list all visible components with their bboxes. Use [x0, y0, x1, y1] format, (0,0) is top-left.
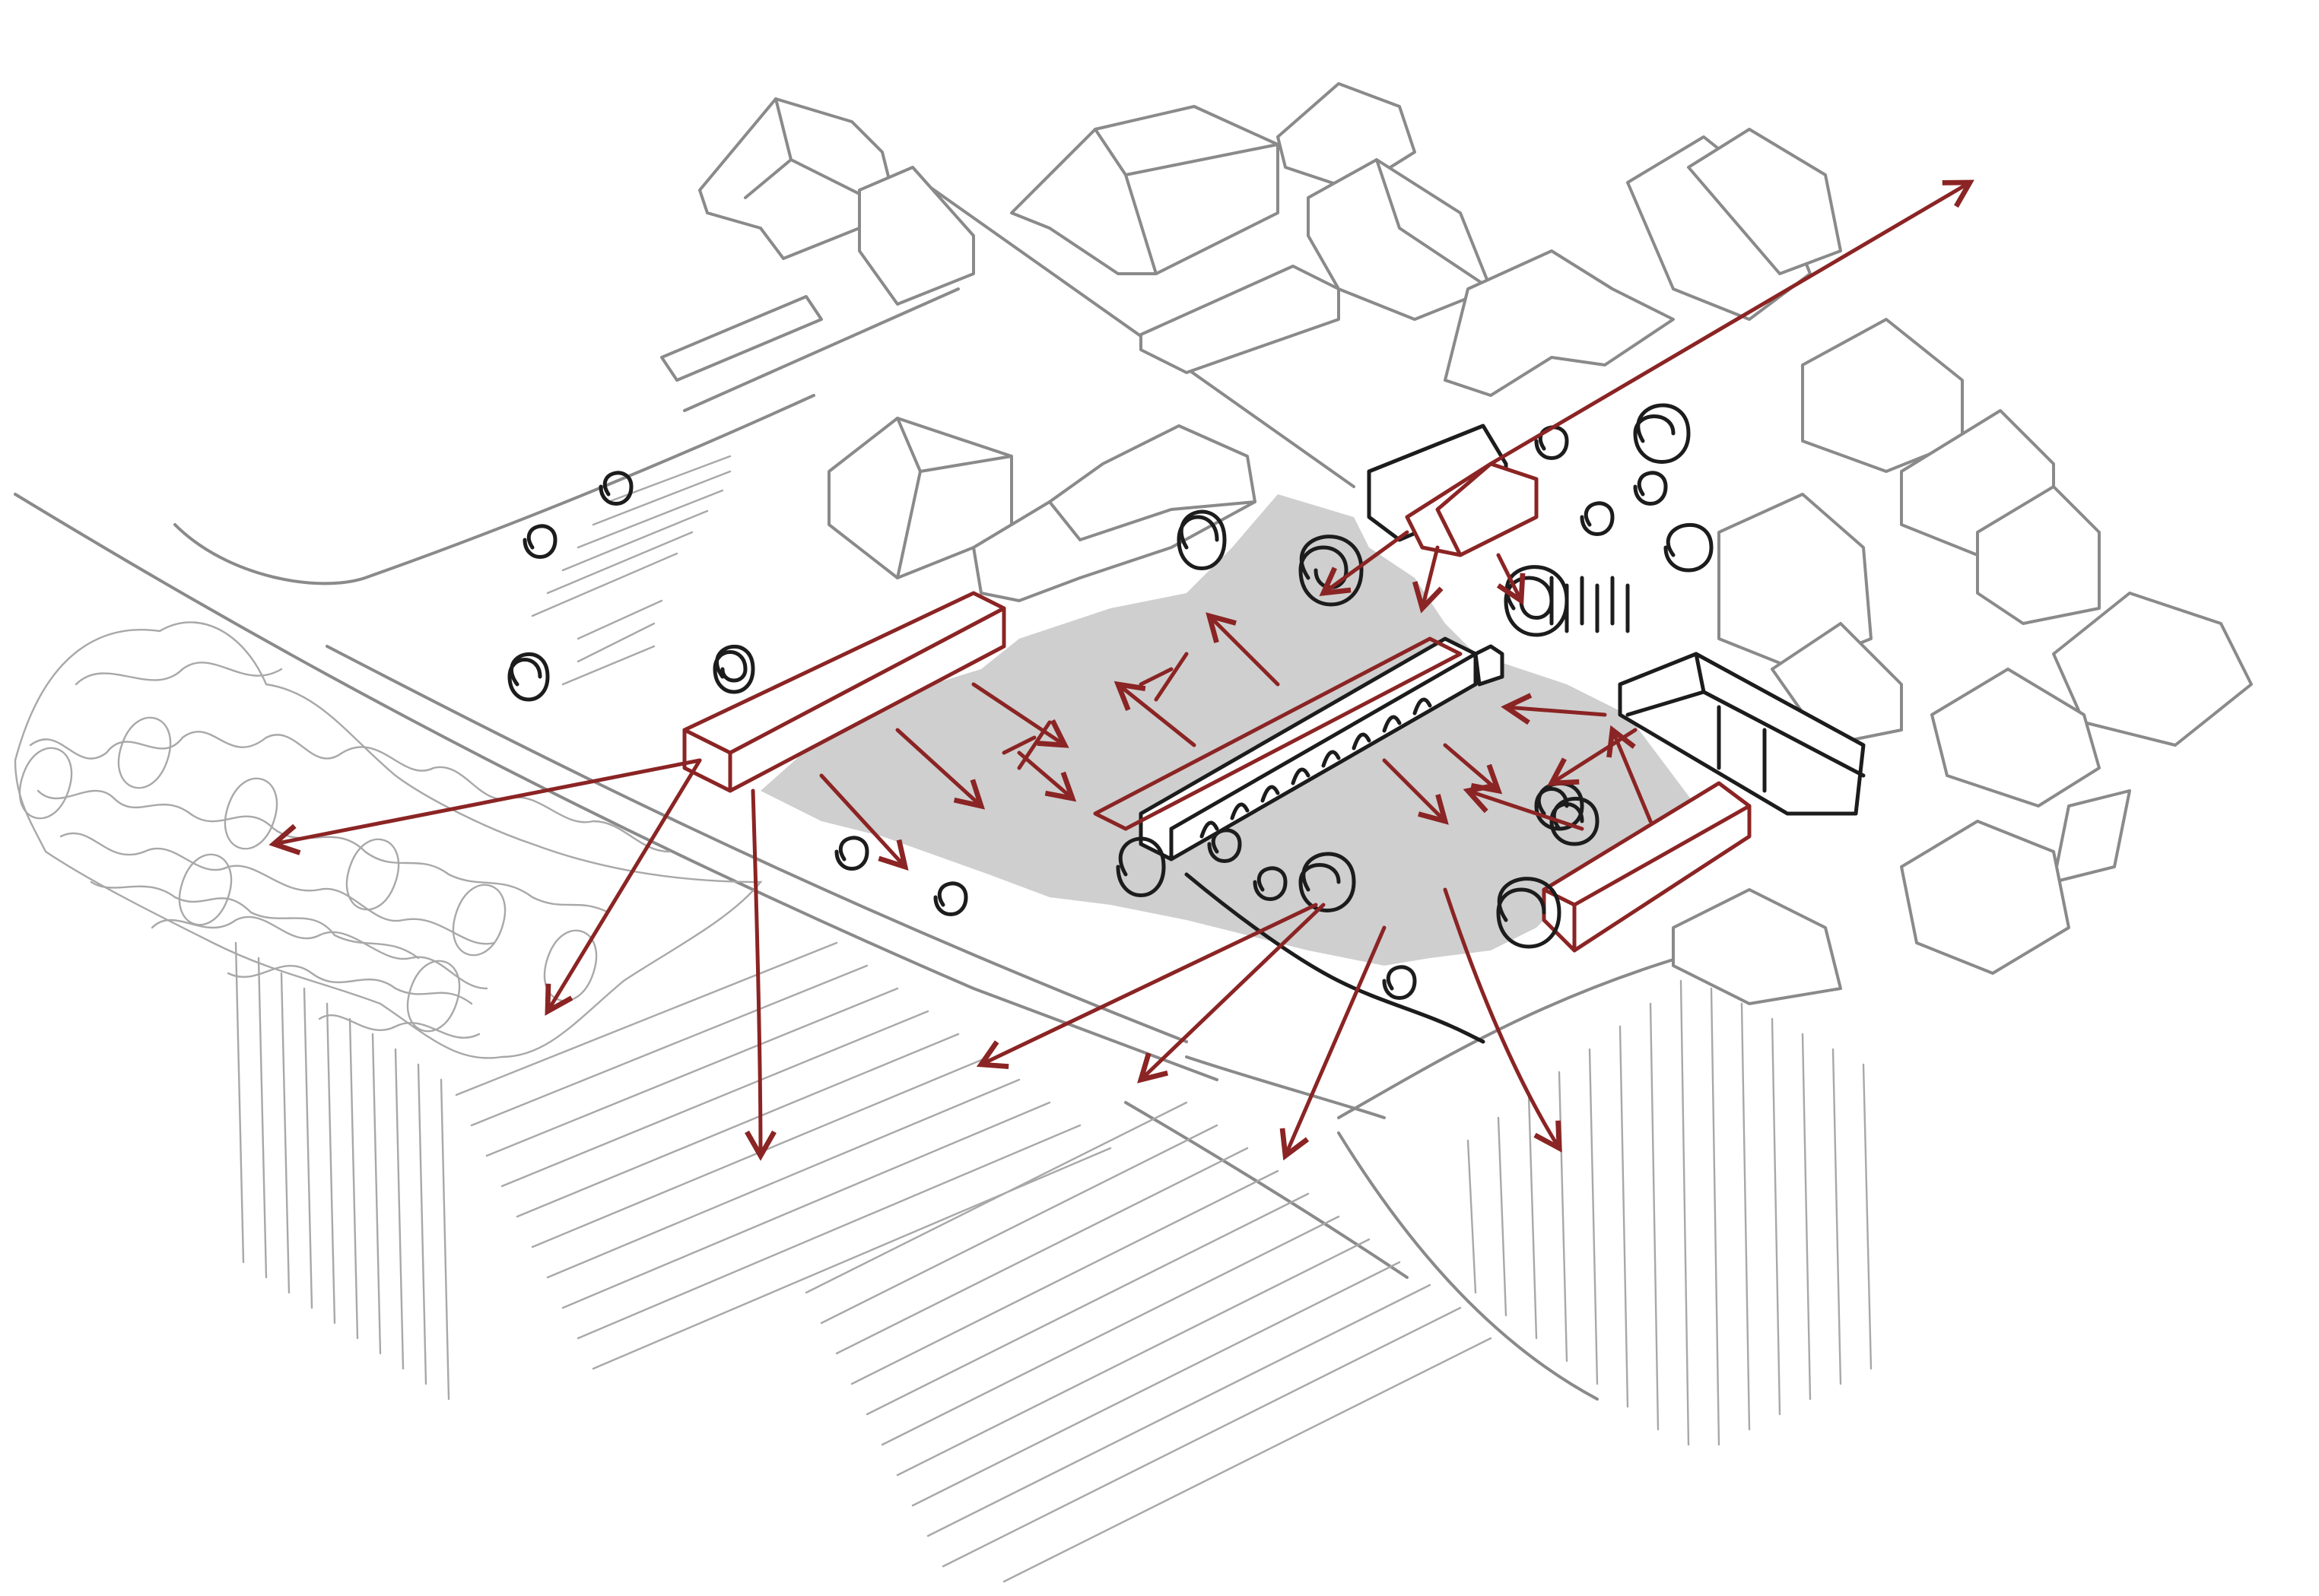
- view-arrow-tick: [1139, 652, 1189, 702]
- view-arrow: [1319, 530, 1409, 597]
- new-building-center-roof: [1093, 636, 1463, 831]
- road-lower-curve: [1185, 1055, 1386, 1119]
- view-arrow-tick: [1002, 720, 1052, 770]
- tree-row: [1549, 576, 1630, 633]
- view-arrow: [895, 728, 986, 810]
- plaza: [761, 494, 1696, 966]
- tree-symbol: [1580, 501, 1615, 536]
- road-edge-left-long: [14, 493, 1218, 1081]
- view-arrow: [1113, 681, 1196, 747]
- context-building: [1139, 265, 1340, 374]
- view-arrow: [1412, 545, 1444, 614]
- road-edge-left-inner: [326, 645, 1188, 1043]
- tree-symbol: [1177, 509, 1227, 570]
- field-furrows-center-left: [455, 941, 1112, 1370]
- view-arrow: [819, 773, 909, 871]
- context-building: [1626, 135, 1812, 321]
- view-arrow: [971, 682, 1069, 748]
- existing-building-east: [1618, 652, 1866, 816]
- tree-symbol: [599, 471, 634, 506]
- view-arrow: [1488, 179, 1974, 466]
- tree-symbol: [507, 652, 550, 702]
- view-arrow: [745, 788, 777, 1161]
- field-furrows-left: [234, 941, 450, 1401]
- existing-building-long-arcade: [1139, 636, 1485, 1044]
- view-arrow: [1279, 925, 1387, 1161]
- view-arrow: [1606, 725, 1653, 823]
- lane-to-fields: [1124, 1101, 1409, 1279]
- view-arrow: [1501, 693, 1607, 725]
- tree-symbol: [834, 836, 869, 871]
- road-curve-north: [173, 394, 815, 585]
- context-building: [1930, 668, 2101, 808]
- new-building-west-block: [682, 591, 1006, 793]
- tree-symbol: [1549, 796, 1599, 846]
- view-arrow: [545, 758, 702, 1016]
- field-furrows-right: [1466, 979, 1873, 1446]
- context-buildings: [660, 82, 2253, 1005]
- tree-symbol: [1534, 425, 1569, 460]
- tree-symbol: [713, 644, 755, 694]
- context-building: [858, 166, 975, 306]
- view-arrows: [268, 179, 1974, 1161]
- new-building-southeast-block: [1542, 781, 1752, 953]
- tree-symbol: [1253, 866, 1288, 901]
- view-arrow: [1443, 887, 1562, 1153]
- existing-building-small-tower: [1473, 644, 1504, 687]
- view-arrow: [976, 903, 1318, 1070]
- context-building: [1687, 128, 1842, 275]
- tree-symbol: [1504, 565, 1569, 637]
- road-edge-diag: [911, 173, 1355, 488]
- road-bend-right: [1337, 949, 1705, 1119]
- context-building: [1010, 105, 1279, 275]
- tree-symbol: [1633, 471, 1668, 506]
- view-arrow: [1382, 758, 1449, 825]
- tree-symbol: [1663, 522, 1714, 573]
- view-arrow: [268, 758, 702, 855]
- view-arrow: [1463, 782, 1584, 831]
- context-building: [1717, 493, 1873, 671]
- tree-symbol: [933, 881, 968, 916]
- tree-symbol: [1496, 877, 1561, 949]
- context-building: [1307, 158, 1492, 321]
- tree-symbol: [1633, 403, 1691, 464]
- tree-symbol: [1207, 828, 1242, 863]
- view-arrow: [1496, 553, 1526, 606]
- field-furrows-bottom: [805, 1101, 1492, 1583]
- context-building: [828, 417, 1013, 579]
- tree-symbol: [1298, 852, 1356, 912]
- context-building: [1900, 820, 2070, 975]
- road-bend-right-lower: [1337, 1131, 1599, 1401]
- roads: [14, 173, 1705, 1401]
- parking-stripes: [531, 455, 732, 686]
- context-building: [1976, 485, 2101, 625]
- view-arrow: [1206, 612, 1280, 687]
- tree-symbol: [1382, 965, 1417, 1000]
- tree-symbol: [1116, 836, 1166, 897]
- context-building: [1444, 249, 1675, 397]
- context-building: [660, 295, 823, 382]
- context-building: [1672, 888, 1842, 1005]
- road-edge-north-upper: [683, 287, 960, 412]
- context-building: [972, 424, 1256, 602]
- context-building: [2052, 789, 2131, 884]
- view-arrow: [1017, 750, 1077, 802]
- tree-symbol: [523, 524, 558, 559]
- view-arrow: [1137, 903, 1326, 1084]
